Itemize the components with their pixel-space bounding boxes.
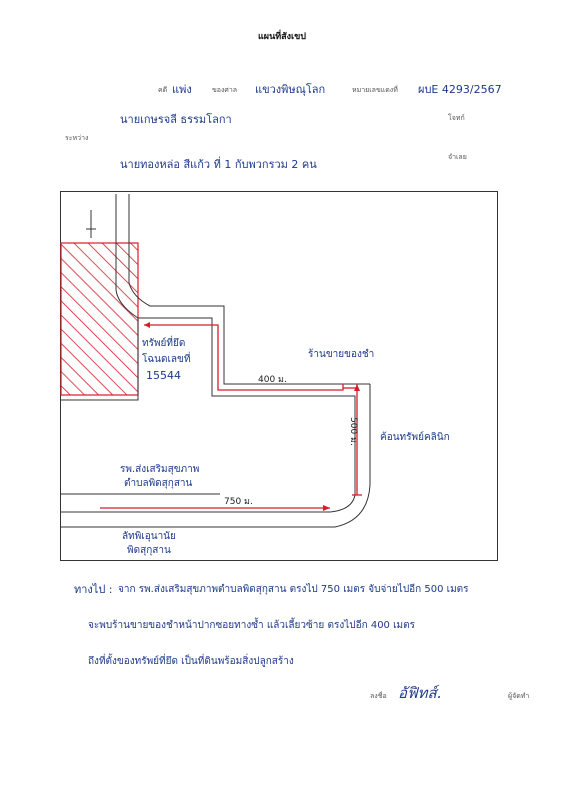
court-value: แขวงพิษณุโลก — [255, 83, 326, 96]
distance-750-label: 750 ม. — [224, 497, 253, 507]
route-arrow-plot — [144, 322, 150, 328]
school-label-1: ลัทพิเอุนานัย — [122, 531, 176, 542]
road-outer-edge — [61, 384, 371, 528]
plaintiff-name: นายเกษรจลี ธรรมโลกา — [120, 113, 232, 126]
road-upper-branch — [128, 282, 370, 385]
route-arrow-500 — [354, 384, 360, 391]
deed-value: แพ่ง — [172, 83, 192, 96]
sign-label: ลงชื่อ — [370, 692, 387, 700]
hospital-label-1: รพ.ส่งเสริมสุขภาพ — [120, 464, 200, 475]
document-title: แผนที่สังเขป — [258, 32, 306, 42]
plot-label-2: โฉนดเลขที่ — [142, 354, 191, 365]
clinic-label: ค้อนทรัพย์คลินิก — [380, 432, 450, 443]
road-inner-edge — [61, 317, 356, 513]
case-number-value: ผบE 4293/2567 — [418, 83, 502, 96]
school-label-2: พิดสุกุสาน — [127, 545, 171, 556]
shop-label: ร้านขายของชำ — [308, 349, 375, 360]
directions-line-2: จะพบร้านขายของชำหน้าปากซอยทางซ้ำ แล้วเลี… — [88, 620, 415, 631]
distance-400-label: 400 ม. — [258, 375, 287, 385]
deed-label: คดี — [158, 86, 168, 94]
signature: อัฟิทส์. — [398, 684, 442, 702]
directions-label: ทางไป : — [74, 583, 113, 596]
preparer-role: ผู้จัดทำ — [508, 692, 530, 700]
seized-plot-hatch — [60, 242, 139, 396]
distance-500-label: 500 ม. — [348, 417, 358, 446]
defendant-name: นายทองหล่อ สีแก้ว ที่ 1 กับพวกรวม 2 คน — [120, 158, 317, 171]
directions-line-3: ถึงที่ตั้งของทรัพย์ที่ยึด เป็นที่ดินพร้อ… — [88, 656, 294, 667]
case-number-label: หมายเลขแดงที่ — [352, 86, 398, 94]
plot-label-3: 15544 — [146, 369, 181, 382]
directions-line-1: จาก รพ.ส่งเสริมสุขภาพตำบลพิดสุกุสาน ตรงไ… — [118, 584, 469, 595]
court-label: ของศาล — [212, 86, 238, 94]
route-arrow-750 — [323, 505, 330, 511]
plaintiff-role: โจทก์ — [448, 114, 465, 122]
hospital-label-2: ตำบลพิดสุกุสาน — [124, 478, 193, 489]
plot-label-1: ทรัพย์ที่ยึด — [142, 338, 186, 349]
defendant-role: จำเลย — [448, 153, 467, 161]
between-label: ระหว่าง — [65, 134, 89, 142]
